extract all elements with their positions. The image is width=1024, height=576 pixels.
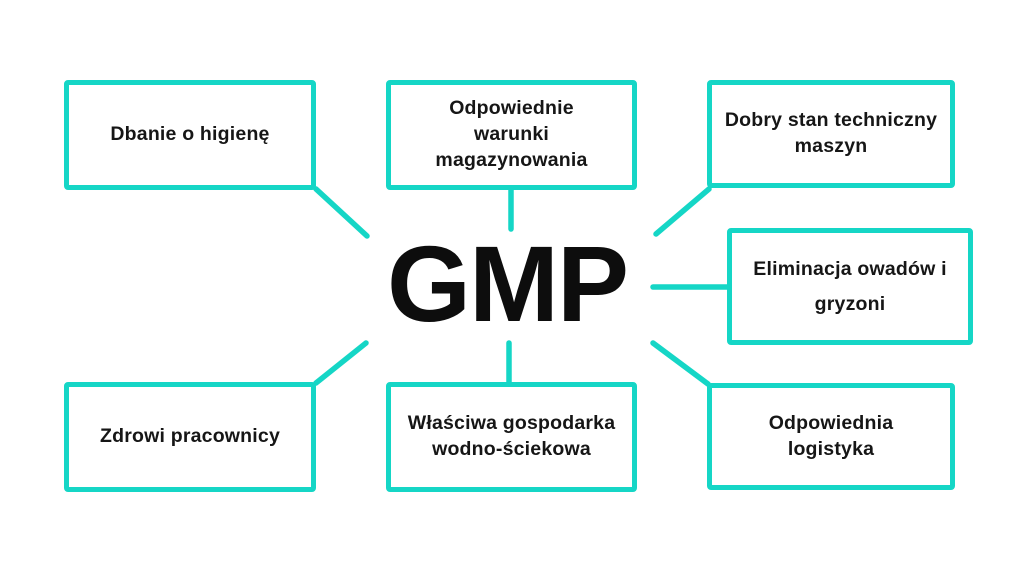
node-label: Odpowiednia logistyka bbox=[768, 411, 894, 460]
connector-top-right bbox=[653, 186, 712, 237]
node-label: Zdrowi pracownicy bbox=[99, 425, 280, 448]
node-odpowiednie-warunki-magazynowania: Odpowiednie warunki magazynowania bbox=[386, 80, 637, 190]
node-dobry-stan-techniczny-maszyn: Dobry stan techniczny maszyn bbox=[707, 80, 955, 188]
connector-bottom-left bbox=[313, 340, 369, 386]
node-zdrowi-pracownicy: Zdrowi pracownicy bbox=[64, 382, 316, 492]
node-eliminacja-owadow-i-gryzoni: Eliminacja owadów i gryzoni bbox=[727, 228, 973, 345]
node-odpowiednia-logistyka: Odpowiednia logistyka bbox=[707, 383, 955, 490]
node-dbanie-o-higiene: Dbanie o higienę bbox=[64, 80, 316, 190]
connector-top-left bbox=[313, 186, 370, 239]
connector-bottom-right bbox=[650, 340, 711, 387]
node-label: Odpowiednie warunki magazynowania bbox=[435, 97, 588, 171]
center-title: GMP bbox=[386, 223, 629, 344]
node-wlasciwa-gospodarka-wodno-sciekowa: Właściwa gospodarka wodno-ściekowa bbox=[386, 382, 637, 492]
node-label: Właściwa gospodarka wodno-ściekowa bbox=[407, 412, 616, 460]
node-label: Dobry stan techniczny maszyn bbox=[724, 109, 938, 157]
node-label: Eliminacja owadów i gryzoni bbox=[753, 258, 947, 315]
node-label: Dbanie o higienę bbox=[110, 123, 270, 146]
